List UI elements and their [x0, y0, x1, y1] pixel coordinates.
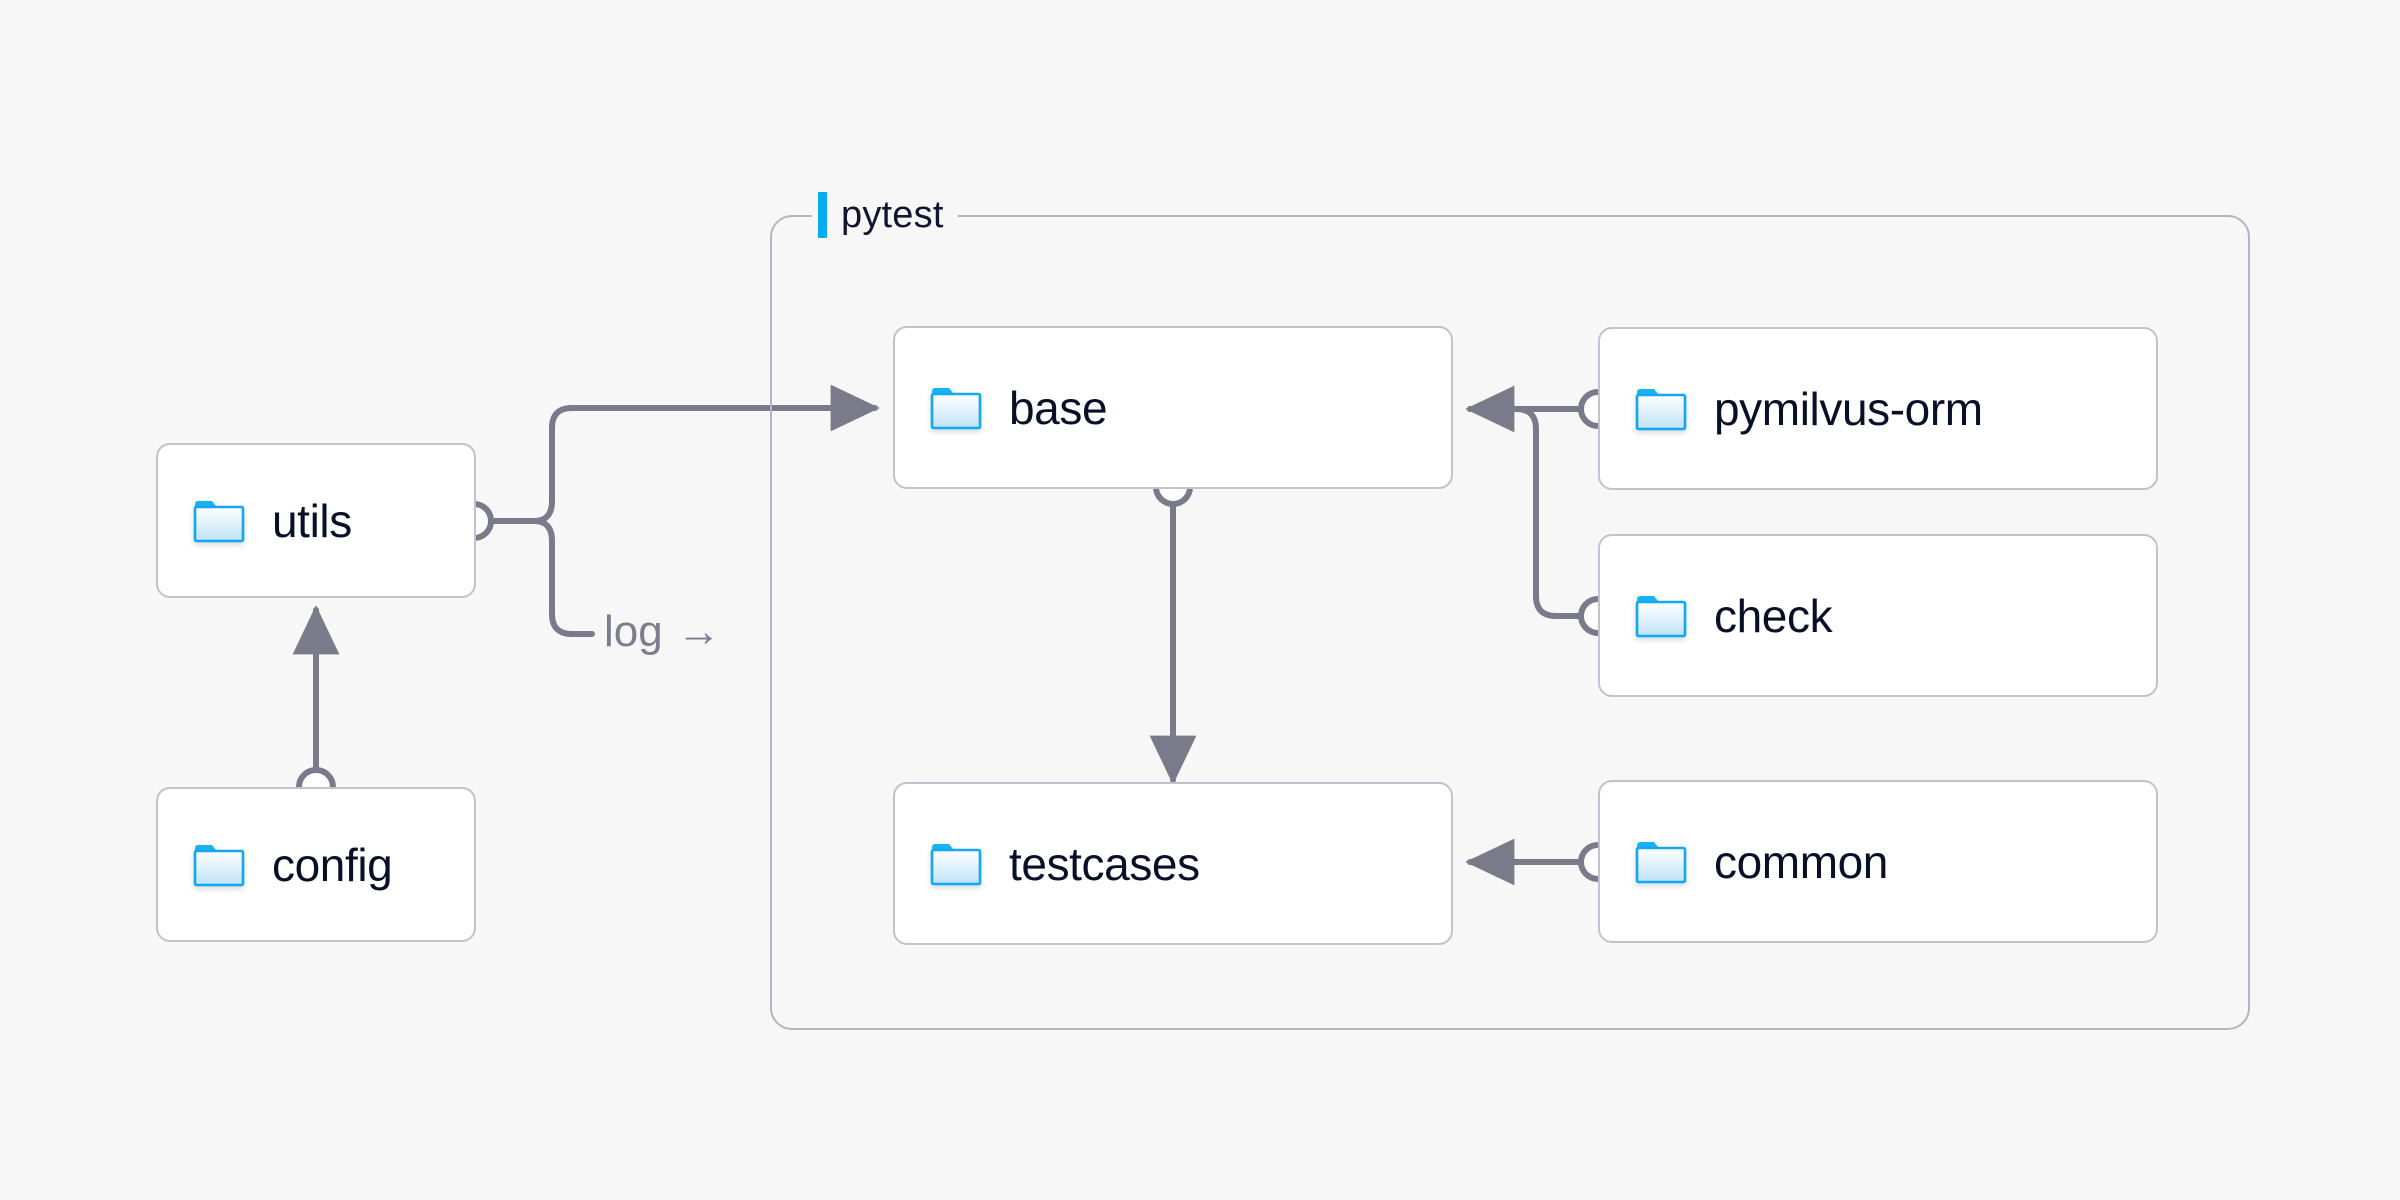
node-config[interactable]: config	[156, 787, 476, 942]
arrow-right-icon: →	[676, 607, 721, 656]
folder-icon	[1634, 593, 1688, 639]
folder-icon	[929, 841, 983, 887]
group-pytest	[770, 215, 2250, 1030]
accent-bar-icon	[818, 192, 827, 238]
node-utils-label: utils	[272, 494, 352, 547]
node-check[interactable]: check	[1598, 534, 2158, 697]
node-utils[interactable]: utils	[156, 443, 476, 598]
node-pymilvus-orm[interactable]: pymilvus-orm	[1598, 327, 2158, 490]
folder-icon	[1634, 839, 1688, 885]
node-config-label: config	[272, 838, 393, 891]
wire-utils-to-log	[531, 518, 595, 637]
node-base[interactable]: base	[893, 326, 1453, 489]
folder-icon	[1634, 386, 1688, 432]
group-pytest-label: pytest	[812, 192, 958, 238]
node-common[interactable]: common	[1598, 780, 2158, 943]
folder-icon	[192, 842, 246, 888]
edge-label-log-text: log	[604, 607, 663, 656]
folder-icon	[929, 385, 983, 431]
folder-icon	[192, 498, 246, 544]
node-testcases-label: testcases	[1009, 837, 1200, 890]
node-testcases[interactable]: testcases	[893, 782, 1453, 945]
node-pymilvus-orm-label: pymilvus-orm	[1714, 382, 1983, 435]
node-check-label: check	[1714, 589, 1833, 642]
node-common-label: common	[1714, 835, 1888, 888]
group-label-text: pytest	[841, 194, 944, 236]
node-base-label: base	[1009, 381, 1108, 434]
edge-label-log: log →	[604, 610, 721, 654]
